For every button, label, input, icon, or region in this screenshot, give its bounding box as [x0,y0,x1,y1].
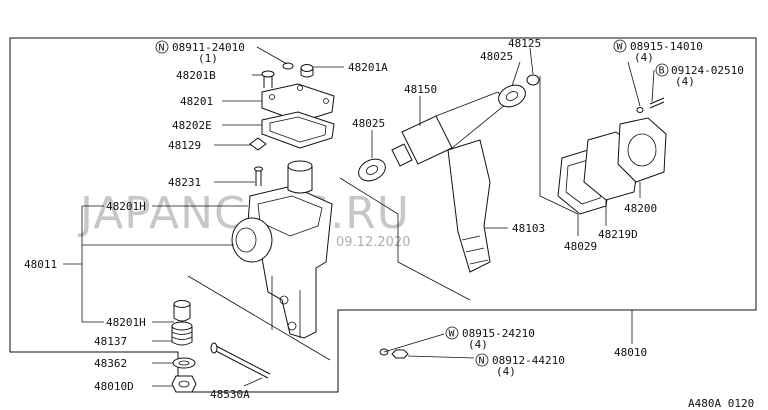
svg-text:W: W [449,329,456,340]
label-48201: 48201 [180,95,213,108]
label-48025-mid: 48025 [352,117,385,130]
label-08915-24210: 08915-24210 [462,327,535,340]
label-48201A: 48201A [348,61,388,74]
label-48103: 48103 [512,222,545,235]
label-48029: 48029 [564,240,597,253]
label-48011: 48011 [24,258,57,271]
svg-text:(4): (4) [496,365,516,378]
label-48137: 48137 [94,335,127,348]
label-48219D: 48219D [598,228,638,241]
label-48125: 48125 [508,37,541,50]
label-48025-top: 48025 [480,50,513,63]
svg-text:N: N [479,356,485,367]
upper-bearing [498,84,526,108]
reference-code: A480A 0120 [688,397,754,410]
label-48010: 48010 [614,346,647,359]
svg-text:(4): (4) [634,51,654,64]
svg-text:B: B [659,66,665,77]
svg-text:(1): (1) [198,52,218,65]
leader-lines [63,46,655,387]
label-08915-14010: 08915-14010 [630,40,703,53]
svg-text:(4): (4) [675,75,695,88]
label-48201H-top: 48201H [106,200,146,213]
svg-text:(4): (4) [468,338,488,351]
label-48530A: 48530A [210,388,250,401]
label-08911-24010: 08911-24010 [172,41,245,54]
label-48362: 48362 [94,357,127,370]
label-48231: 48231 [168,176,201,189]
side-cover [617,117,667,183]
label-48129: 48129 [168,139,201,152]
svg-text:W: W [617,42,624,53]
cover-plate [261,83,335,123]
svg-text:N: N [159,43,165,54]
label-48200: 48200 [624,202,657,215]
part-labels: N 08911-24010 (1) 48201A 48201B 48201 48… [24,37,754,410]
label-08912-44210: 08912-44210 [492,354,565,367]
assembly-frame [9,37,757,393]
lower-bearing [358,158,386,182]
label-48201H-bottom: 48201H [106,316,146,329]
label-48202E: 48202E [172,119,212,132]
label-48010D: 48010D [94,380,134,393]
label-09124-02510: 09124-02510 [671,64,744,77]
sector-shaft [447,139,491,273]
watermark-date: 09.12.2020 [336,235,410,250]
label-48201B: 48201B [176,69,216,82]
label-48150: 48150 [404,83,437,96]
